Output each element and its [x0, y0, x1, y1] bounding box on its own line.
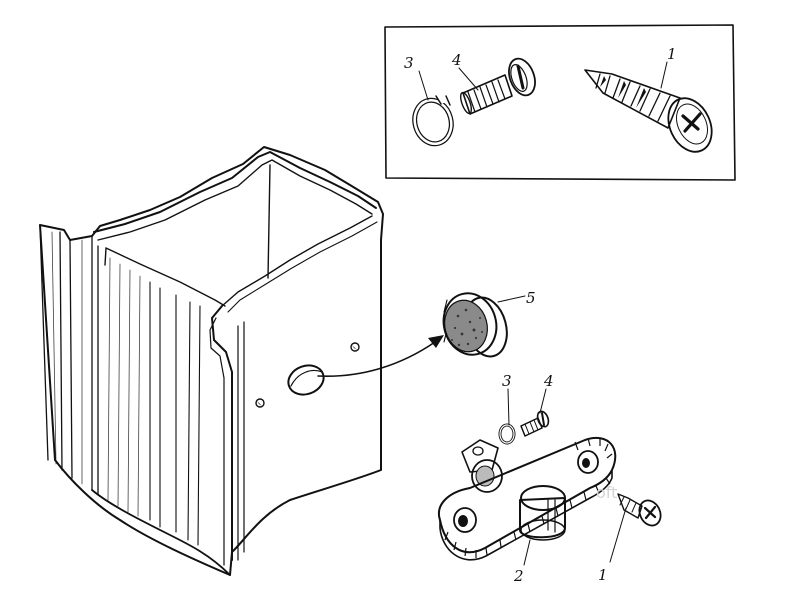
- small-bolt-drawing: [520, 410, 550, 437]
- housing-drawing: [39, 146, 384, 576]
- inset-screw-drawing: [584, 69, 713, 153]
- inset-leader-4: [458, 67, 479, 91]
- watermark: oft: [596, 483, 617, 502]
- callout-1: 1: [598, 566, 608, 584]
- leader-5: [497, 295, 526, 303]
- fastener-inset: 3 4 1: [384, 24, 736, 181]
- inset-callout-4: 4: [451, 51, 462, 69]
- housing-bolt-hole-upper: [350, 342, 360, 352]
- assembly-arrow: [317, 335, 444, 378]
- housing-hole: [287, 364, 325, 396]
- callout-3: 3: [502, 372, 512, 390]
- leader-1: [609, 507, 627, 563]
- small-screw-drawing: [617, 493, 662, 527]
- leader-2: [523, 539, 531, 566]
- inset-callout-1: 1: [667, 45, 677, 63]
- plate-assembly-drawing: [437, 437, 617, 561]
- housing-outline: [39, 146, 384, 576]
- leader-4: [539, 388, 547, 414]
- housing-bolt-hole-lower: [255, 398, 265, 408]
- leader-3: [507, 388, 510, 426]
- inset-bolt-drawing: [459, 57, 536, 115]
- inset-spring-washer-drawing: [412, 95, 454, 147]
- inset-frame: [384, 24, 736, 181]
- inset-leader-1: [660, 61, 668, 89]
- inset-callout-3: 3: [404, 54, 414, 72]
- callout-2: 2: [513, 567, 524, 585]
- spring-washer-drawing: [498, 423, 516, 445]
- inset-leader-3: [418, 70, 429, 101]
- knob-drawing: [442, 292, 508, 358]
- callout-5: 5: [526, 289, 536, 307]
- callout-4: 4: [543, 372, 554, 390]
